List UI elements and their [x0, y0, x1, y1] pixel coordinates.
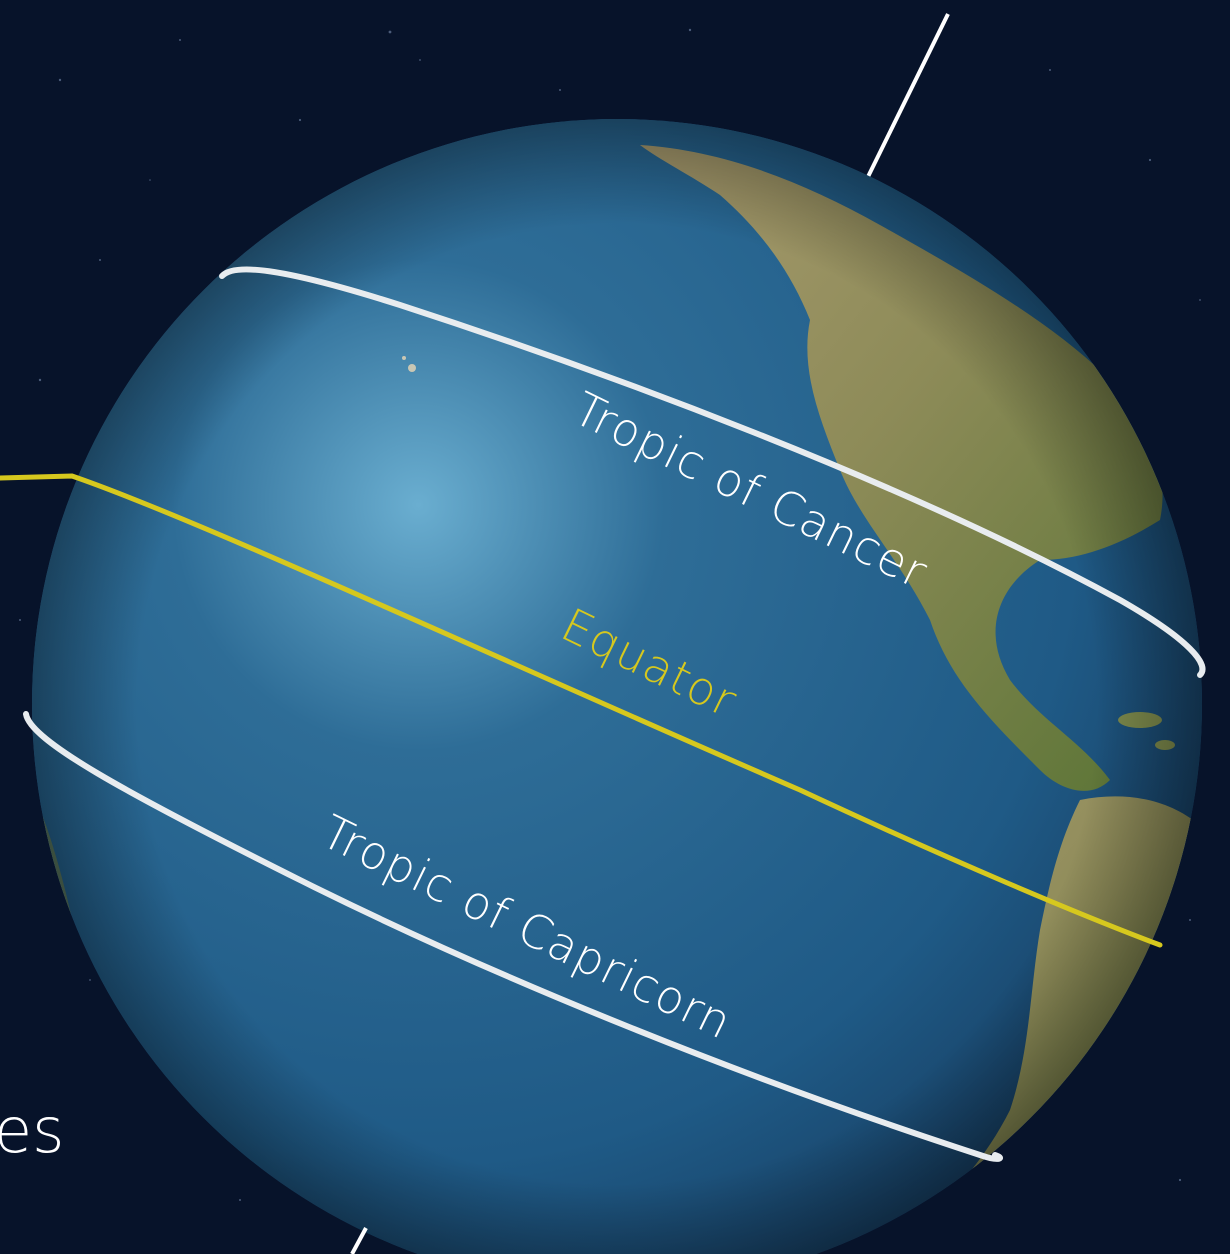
cropped-caption-text: es	[0, 1094, 65, 1167]
tropic-of-capricorn-line	[23, 711, 1003, 1162]
star-field	[19, 28, 1201, 1201]
rotation-axis-top	[858, 13, 950, 194]
equator-line	[0, 473, 1163, 948]
tropic-of-cancer-line	[219, 266, 1206, 678]
earth-globe	[32, 119, 1202, 1254]
rotation-axis-bottom	[350, 1227, 368, 1254]
